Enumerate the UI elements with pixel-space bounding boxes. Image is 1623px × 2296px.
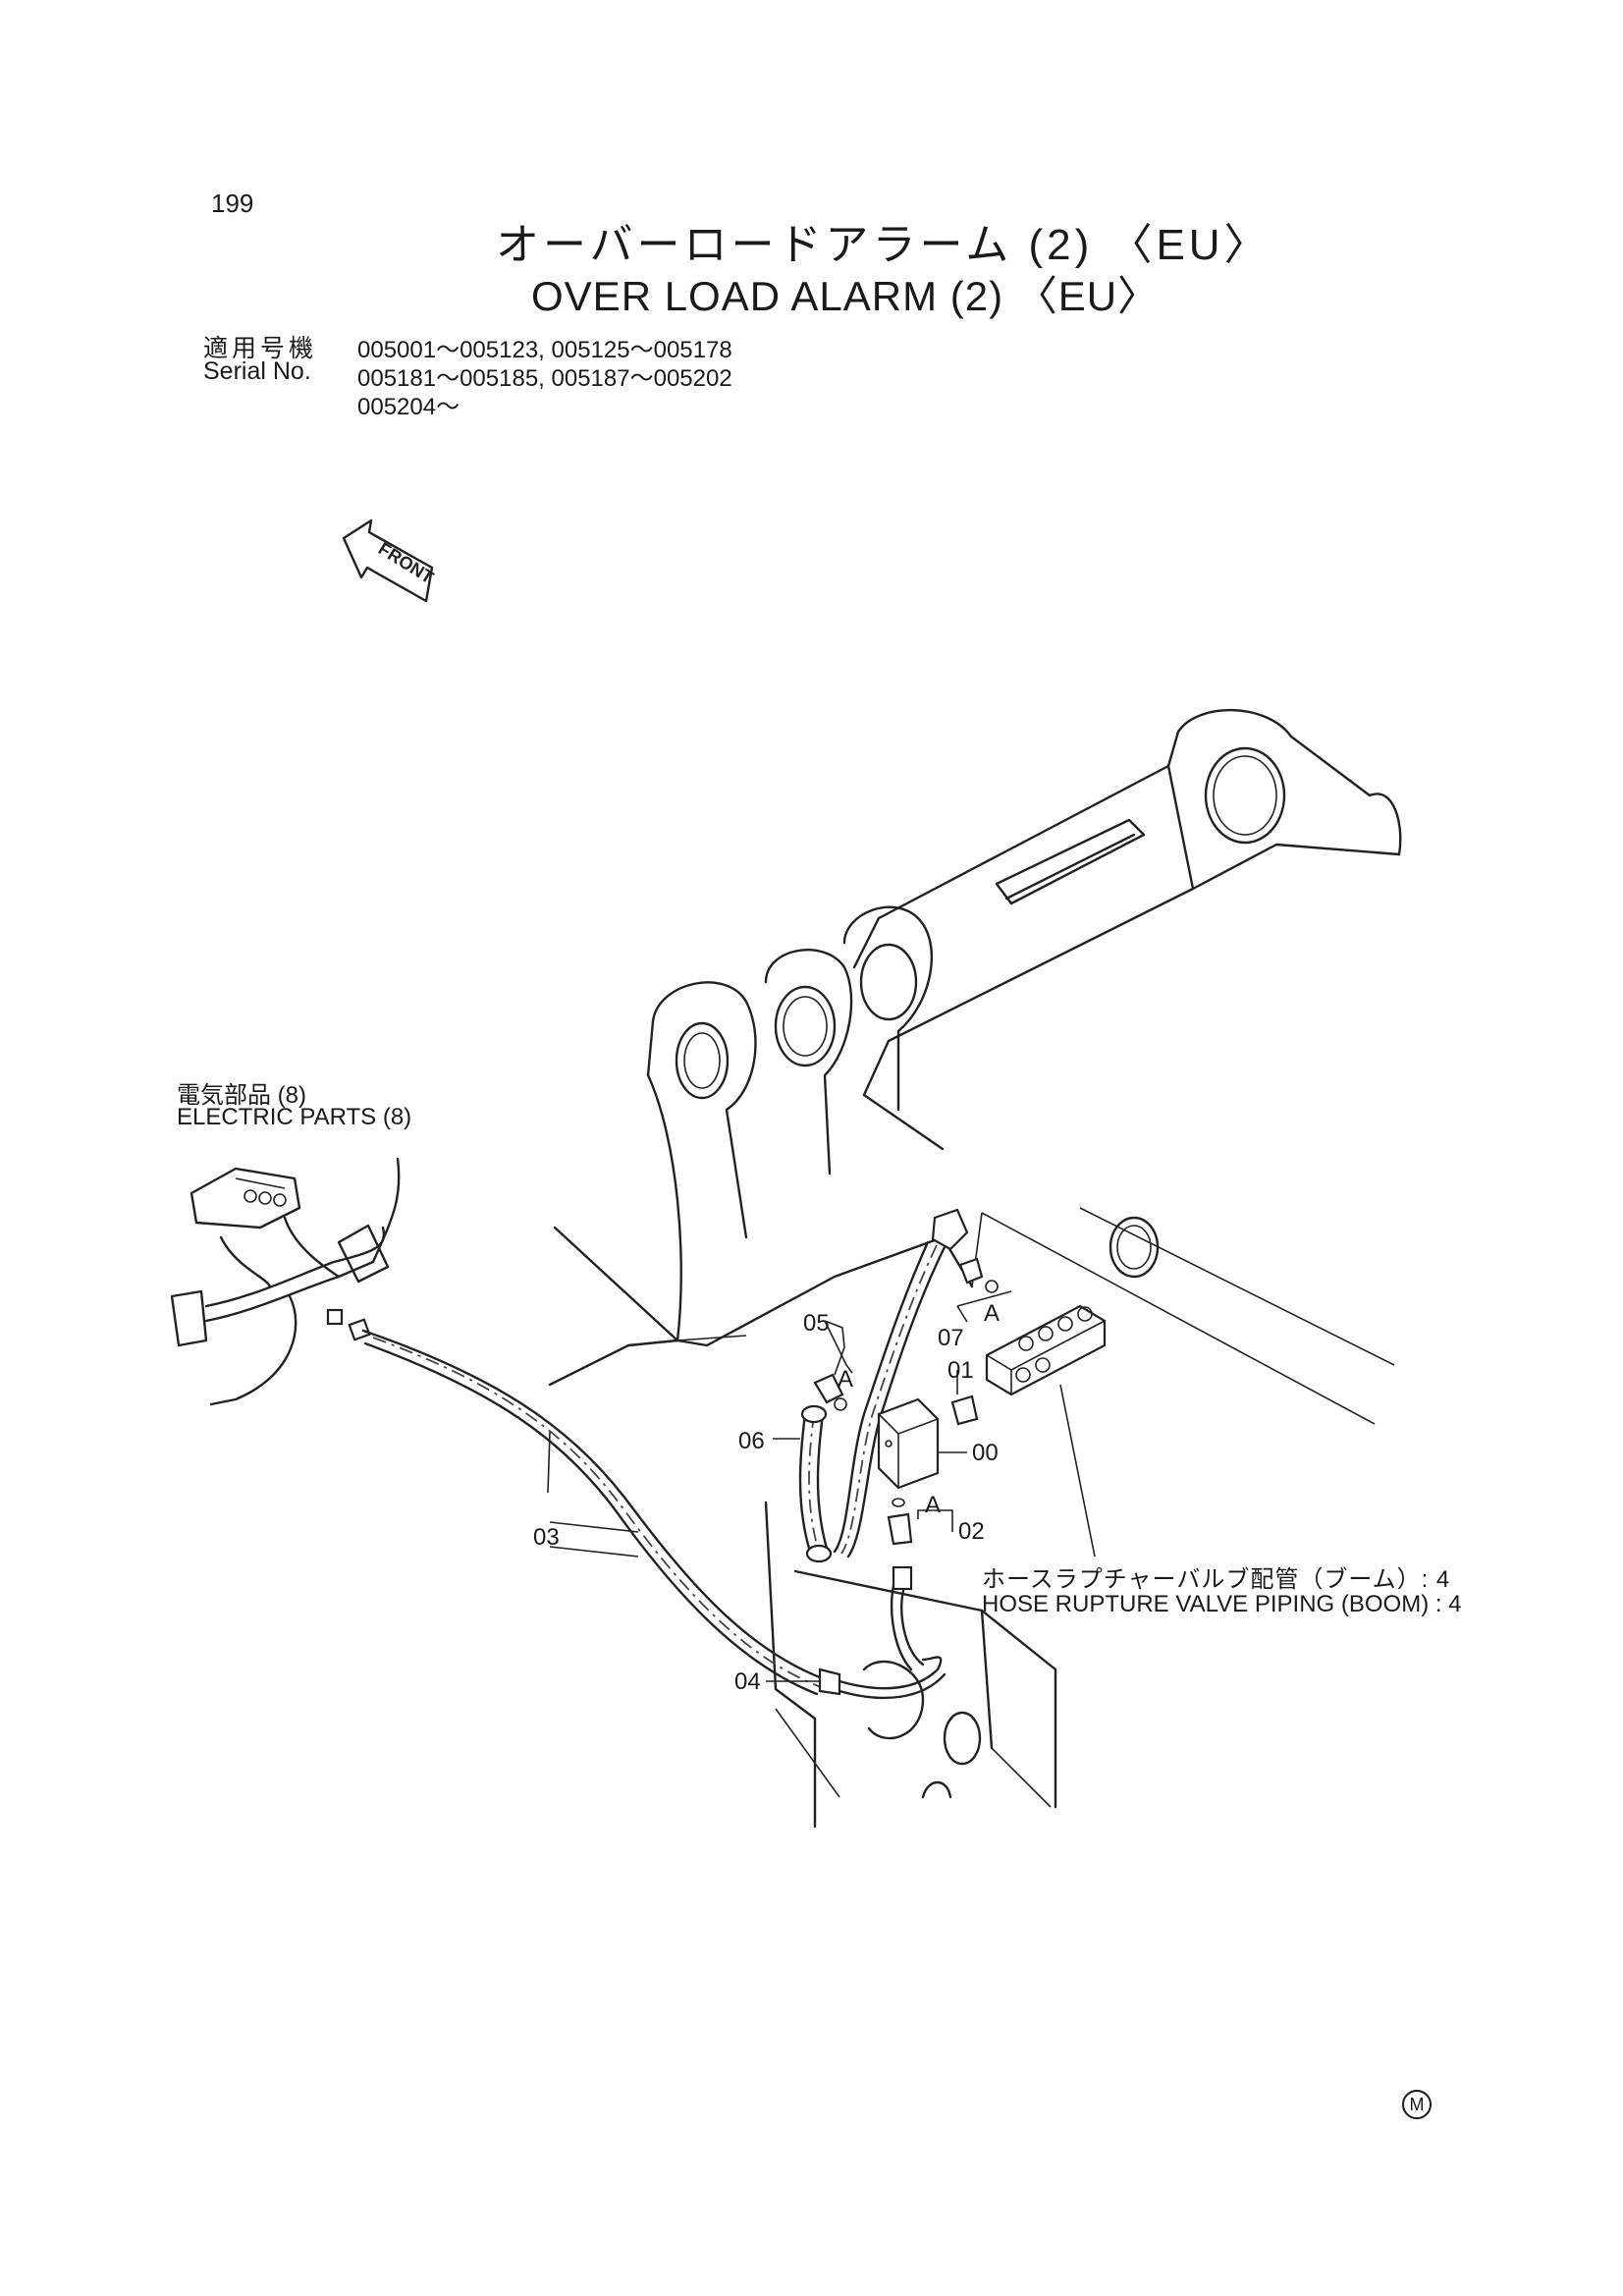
serial-range-line: 005001～005123, 005125～005178 (357, 337, 732, 363)
part-00-pressure-switch (877, 1397, 940, 1490)
hose-piping-reference-japanese: ホースラプチャーバルブ配管（ブーム）: 4 (982, 1566, 1451, 1593)
hose-rupture-valve-block (985, 1304, 1107, 1396)
part-05-elbow-fitting (813, 1373, 847, 1411)
part-01-fitting (950, 1394, 979, 1426)
callout-labels: 00 01 02 03 04 05 06 07 A A A (533, 1300, 1000, 1695)
serial-range-line: 005181～005185, 005187～005202 (357, 365, 732, 392)
serial-label-english: Serial No. (203, 357, 311, 385)
part-02-fitting (887, 1498, 913, 1546)
page-title-english: OVER LOAD ALARM (2) 〈EU〉 (531, 273, 1161, 319)
circled-m-mark: M (1402, 2090, 1432, 2119)
detail-marker-a: A (984, 1300, 1000, 1327)
electric-harness-detail (170, 1157, 401, 1406)
part-03-harness-cable (361, 1329, 827, 1696)
callout-04: 04 (734, 1668, 761, 1695)
page-title-japanese: オーバーロードアラーム (2) 〈EU〉 (496, 221, 1271, 269)
callout-07: 07 (938, 1325, 964, 1351)
callout-00: 00 (972, 1440, 999, 1466)
part-elbow-upper (931, 1208, 999, 1293)
front-arrow-icon: FRONT (342, 519, 437, 603)
boom-frame-outline (548, 708, 1402, 1829)
callout-05: 05 (803, 1310, 830, 1337)
serial-label-japanese: 適用号機 (203, 335, 318, 362)
electric-parts-reference-english: ELECTRIC PARTS (8) (177, 1104, 412, 1130)
part-06-hose-left (798, 1404, 833, 1563)
detail-marker-a: A (925, 1492, 941, 1518)
page-number: 199 (211, 189, 254, 218)
hose-piping-reference-english: HOSE RUPTURE VALVE PIPING (BOOM) : 4 (982, 1591, 1462, 1617)
detail-marker-a: A (838, 1366, 853, 1393)
callout-01: 01 (947, 1357, 974, 1384)
callout-02: 02 (958, 1518, 985, 1545)
electric-parts-reference-japanese: 電気部品 (8) (177, 1082, 306, 1109)
part-04-clamp (818, 1565, 947, 1700)
pin-boss-circles (675, 746, 1286, 1766)
callout-leader-lines (547, 1290, 1096, 1682)
callout-03: 03 (533, 1524, 560, 1551)
serial-range-line: 005204～ (357, 394, 460, 420)
callout-06: 06 (738, 1428, 765, 1454)
